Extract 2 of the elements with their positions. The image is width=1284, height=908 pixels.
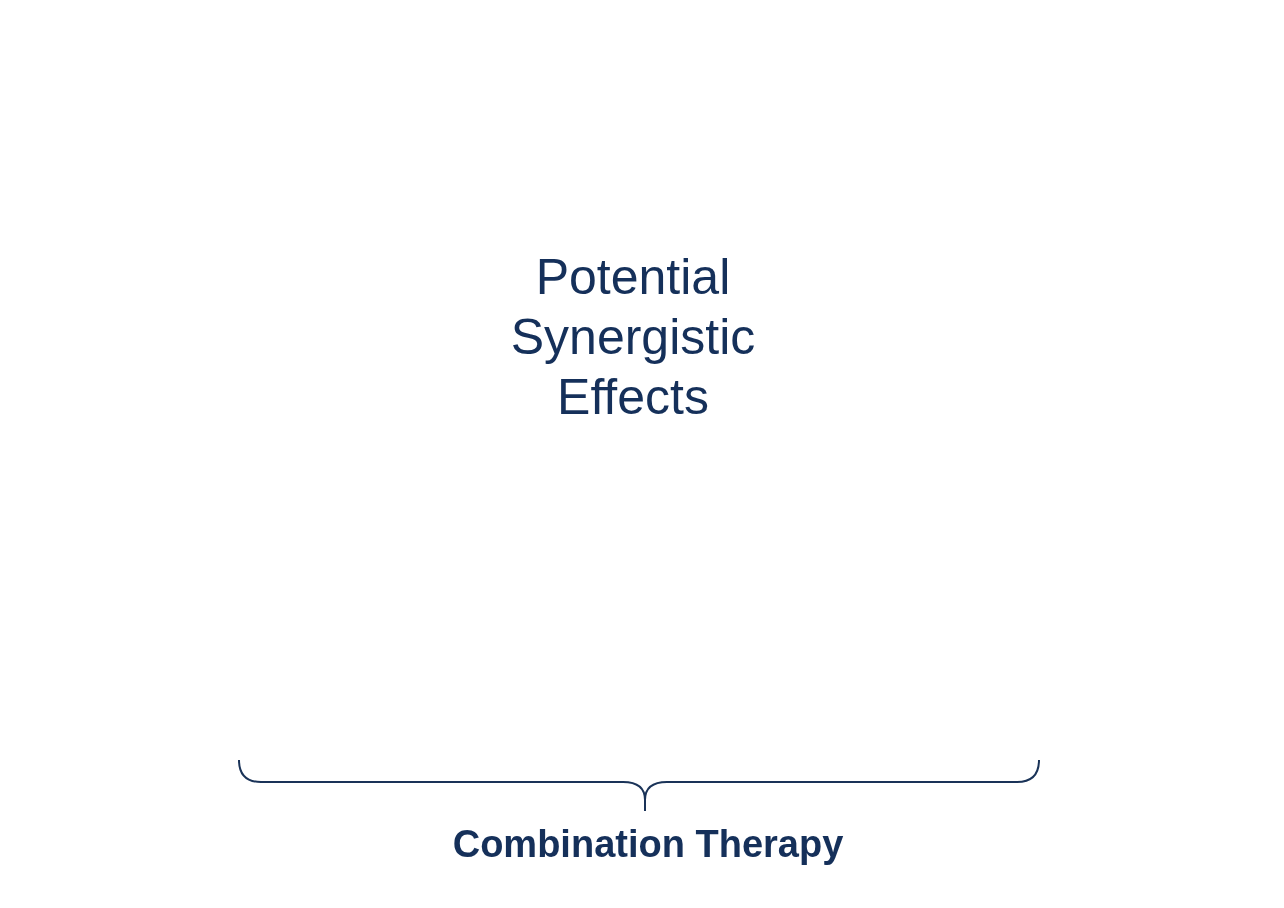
center-heading: Potential Synergistic Effects — [509, 248, 757, 427]
brace-label: Combination Therapy — [451, 822, 845, 867]
